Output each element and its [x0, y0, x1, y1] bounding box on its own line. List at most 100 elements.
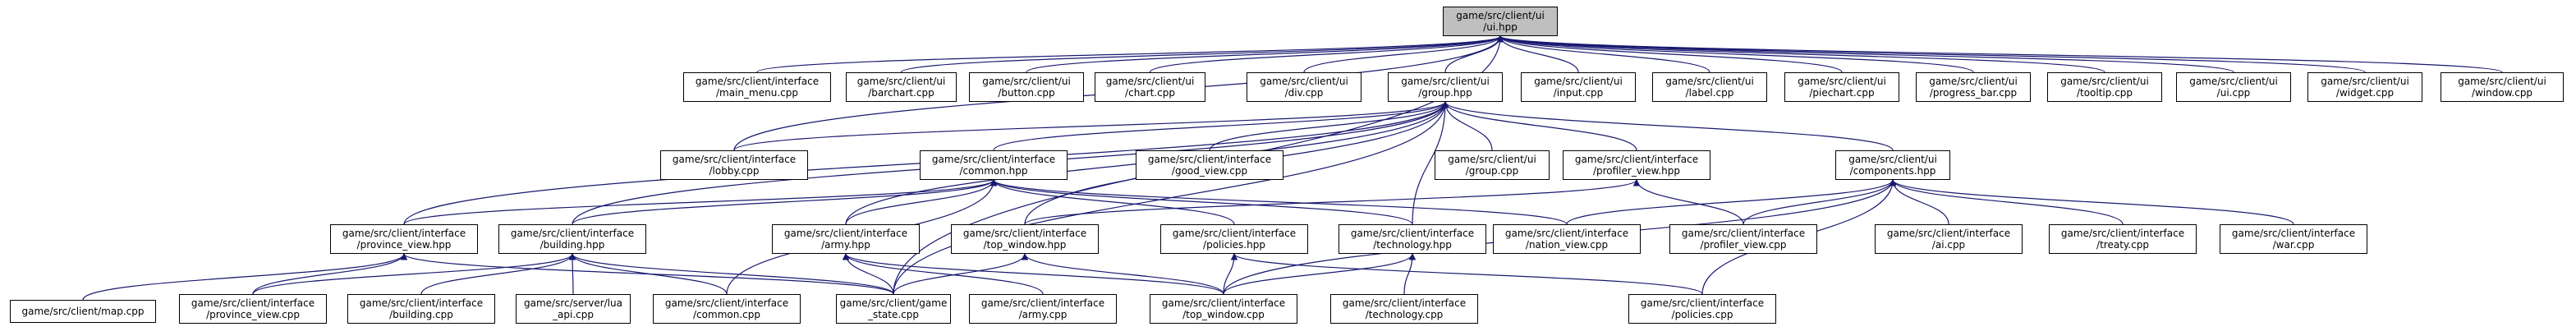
node-label-line: /army.cpp: [1018, 309, 1068, 320]
edge-top_window_hpp-to-profiler_hpp: [1024, 179, 1640, 225]
node-building-cpp[interactable]: game/src/client/interface/building.cpp: [347, 294, 495, 324]
edge-common_cpp-to-building_hpp: [568, 253, 728, 295]
node-label-line: /policies.cpp: [1671, 309, 1733, 320]
node-label[interactable]: game/src/client/ui/label.cpp: [1652, 72, 1767, 102]
node-label-line: /province_view.hpp: [356, 239, 452, 251]
edge-ui_cpp-to-root: [1497, 35, 2234, 73]
node-label-line: /building.hpp: [540, 239, 605, 251]
edge-game_state-to-building_hpp: [568, 253, 894, 295]
edge-common_hpp-to-group_hpp: [993, 101, 1449, 151]
node-label-line: _api.cpp: [553, 309, 594, 320]
node-label-line: /chart.cpp: [1125, 87, 1175, 99]
node-label-line: game/src/client/ui: [2458, 76, 2546, 87]
edge-good_view-to-group_hpp: [1209, 101, 1449, 151]
node-top-window-hpp[interactable]: game/src/client/interface/top_window.hpp: [951, 224, 1099, 254]
node-input[interactable]: game/src/client/ui/input.cpp: [1521, 72, 1636, 102]
node-main-menu[interactable]: game/src/client/interface/main_menu.cpp: [683, 72, 831, 102]
node-piechart[interactable]: game/src/client/ui/piechart.cpp: [1784, 72, 1899, 102]
edge-piechart-to-root: [1496, 35, 1843, 73]
node-label-line: /group.cpp: [1465, 165, 1519, 177]
node-map[interactable]: game/src/client/map.cpp: [10, 300, 156, 323]
node-label-line: /ai.cpp: [1931, 239, 1966, 251]
edge-chart-to-root: [1149, 35, 1504, 73]
edge-province_cpp-to-building_hpp: [252, 253, 576, 295]
node-label-line: game/src/client/ui: [1401, 76, 1490, 87]
node-profiler-cpp[interactable]: game/src/client/interface/profiler_view.…: [1669, 224, 1817, 254]
node-tooltip[interactable]: game/src/client/ui/tooltip.cpp: [2047, 72, 2162, 102]
node-root: game/src/client/ui/ui.hpp: [1443, 7, 1558, 36]
edge-div-to-root: [1303, 35, 1504, 73]
node-label-line: game/src/client/interface: [1350, 228, 1475, 239]
node-widget[interactable]: game/src/client/ui/widget.cpp: [2307, 72, 2422, 102]
node-label-line: game/src/client/interface: [510, 228, 635, 239]
node-nation-view[interactable]: game/src/client/interface/nation_view.cp…: [1493, 224, 1641, 254]
node-building-hpp[interactable]: game/src/client/interface/building.hpp: [498, 224, 646, 254]
node-common-cpp[interactable]: game/src/client/interface/common.cpp: [653, 294, 801, 324]
node-label-line: /lobby.cpp: [709, 165, 760, 177]
node-div[interactable]: game/src/client/ui/div.cpp: [1247, 72, 1361, 102]
edge-province_hpp-to-common_hpp: [403, 179, 997, 225]
node-window[interactable]: game/src/client/ui/window.cpp: [2441, 72, 2564, 102]
node-technology-hpp[interactable]: game/src/client/interface/technology.hpp: [1339, 224, 1486, 254]
node-province-hpp[interactable]: game/src/client/interface/province_view.…: [330, 224, 478, 254]
node-label-line: game/src/client/interface: [2231, 228, 2356, 239]
node-group-cpp[interactable]: game/src/client/ui/group.cpp: [1435, 150, 1550, 180]
node-war[interactable]: game/src/client/interface/war.cpp: [2220, 224, 2367, 254]
edge-button-to-root: [1026, 35, 1504, 73]
edge-army_cpp-to-army_hpp: [842, 253, 1044, 295]
node-barchart[interactable]: game/src/client/ui/barchart.cpp: [846, 72, 957, 102]
node-label-line: game/src/client/ui: [856, 76, 946, 87]
node-province-cpp[interactable]: game/src/client/interface/province_view.…: [179, 294, 327, 324]
node-label-line: /main_menu.cpp: [716, 87, 798, 99]
node-game-state[interactable]: game/src/client/game_state.cpp: [836, 294, 951, 324]
node-technology-cpp[interactable]: game/src/client/interface/technology.cpp: [1330, 294, 1478, 324]
node-treaty[interactable]: game/src/client/interface/treaty.cpp: [2049, 224, 2197, 254]
node-label-line: game/src/client/interface: [1574, 154, 1699, 165]
edge-top_window_cpp-to-technology_hpp: [1223, 253, 1417, 295]
node-label-line: game/src/client/ui: [1665, 76, 1754, 87]
node-label-line: /tooltip.cpp: [2076, 87, 2133, 99]
node-progress-bar[interactable]: game/src/client/ui/progress_bar.cpp: [1916, 72, 2031, 102]
node-label-line: game/src/client/interface: [342, 228, 466, 239]
node-good-view[interactable]: game/src/client/interface/good_view.cpp: [1136, 150, 1283, 180]
node-label-line: game/src/client/interface: [1681, 228, 1806, 239]
node-label-line: game/src/client/interface: [980, 297, 1105, 309]
node-label-line: game/src/client/ui: [982, 76, 1071, 87]
node-policies-hpp[interactable]: game/src/client/interface/policies.hpp: [1160, 224, 1308, 254]
node-chart[interactable]: game/src/client/ui/chart.cpp: [1095, 72, 1205, 102]
node-label-line: /province_view.cpp: [206, 309, 300, 320]
edge-technology_cpp-to-technology_hpp: [1403, 253, 1417, 295]
node-policies-cpp[interactable]: game/src/client/interface/policies.cpp: [1628, 294, 1776, 324]
edge-tooltip-to-root: [1497, 35, 2105, 73]
edge-top_window_cpp-to-army_hpp: [842, 253, 1224, 295]
node-top-window-cpp[interactable]: game/src/client/interface/top_window.cpp: [1150, 294, 1297, 324]
node-lobby[interactable]: game/src/client/interface/lobby.cpp: [660, 150, 808, 180]
edge-war-to-components: [1889, 179, 2294, 225]
edge-progress_bar-to-root: [1496, 35, 1974, 73]
node-label-line: game/src/client/interface: [672, 154, 797, 165]
node-label-line: /profiler_view.hpp: [1592, 165, 1681, 177]
node-components[interactable]: game/src/client/ui/components.hpp: [1835, 150, 1950, 180]
node-label-line: /barchart.cpp: [868, 87, 934, 99]
node-army-cpp[interactable]: game/src/client/interface/army.cpp: [969, 294, 1117, 324]
node-profiler-hpp[interactable]: game/src/client/interface/profiler_view.…: [1563, 150, 1710, 180]
edge-technology_hpp-to-group_hpp: [1412, 101, 1449, 225]
node-ui-cpp[interactable]: game/src/client/ui/ui.cpp: [2176, 72, 2291, 102]
node-common-hpp[interactable]: game/src/client/interface/common.hpp: [920, 150, 1068, 180]
node-army-hpp[interactable]: game/src/client/interface/army.hpp: [772, 224, 920, 254]
node-button[interactable]: game/src/client/ui/button.cpp: [969, 72, 1084, 102]
node-label-line: game/src/client/interface: [2060, 228, 2185, 239]
node-label-line: /window.cpp: [2471, 87, 2533, 99]
node-label-line: /building.cpp: [389, 309, 453, 320]
node-group-hpp[interactable]: game/src/client/ui/group.hpp: [1388, 72, 1503, 102]
node-lua-api[interactable]: game/src/server/lua_api.cpp: [516, 294, 631, 324]
edge-policies_hpp-to-common_hpp: [990, 179, 1235, 225]
node-ai[interactable]: game/src/client/interface/ai.cpp: [1875, 224, 2023, 254]
node-label-line: /top_window.cpp: [1182, 309, 1265, 320]
node-label-line: /profiler_view.cpp: [1700, 239, 1787, 251]
node-label-line: /button.cpp: [998, 87, 1055, 99]
edge-widget-to-root: [1497, 35, 2366, 73]
node-label-line: /widget.cpp: [2335, 87, 2395, 99]
edge-label-to-root: [1496, 35, 1710, 73]
